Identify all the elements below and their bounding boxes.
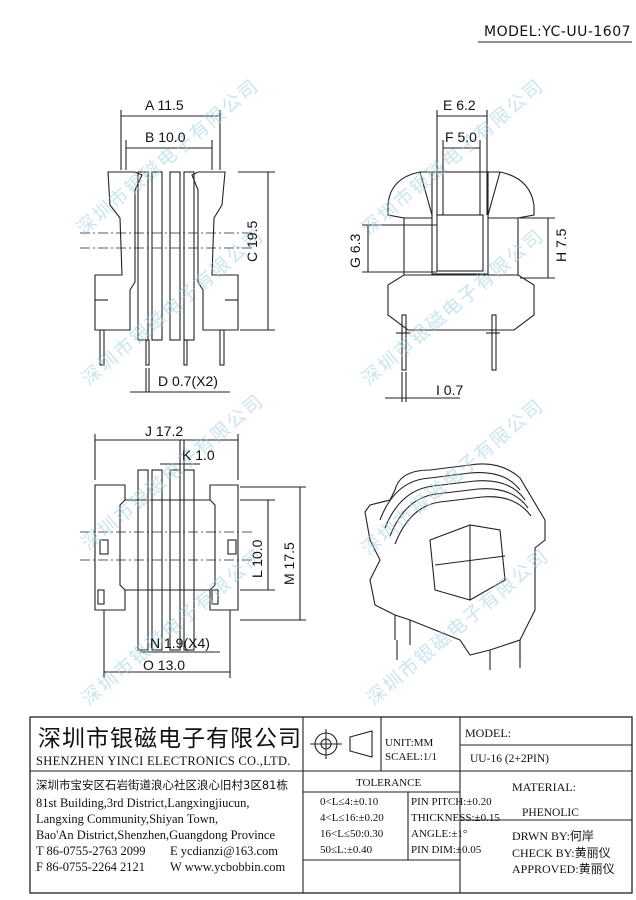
- dim-i: I 0.7: [436, 382, 464, 398]
- address-en-line3: Bao'An District,Shenzhen,Guangdong Provi…: [36, 828, 276, 842]
- bottom-view: [80, 434, 306, 678]
- dim-f: F 5.0: [445, 129, 477, 145]
- dim-k: K 1.0: [182, 447, 215, 463]
- checked-by: CHECK BY:黄丽仪: [512, 846, 611, 860]
- dim-n: N 1.9(X4): [150, 635, 210, 651]
- tolerance-row: 0<L≤4:±0.10: [320, 796, 379, 808]
- company-name-cn: 深圳市银磁电子有限公司: [38, 726, 302, 752]
- address-en-line2: Langxing Community,Shiyan Town,: [36, 812, 219, 826]
- approved-by: APPROVED:黄丽仪: [512, 862, 615, 876]
- tolerance-row: 50≤L:±0.40: [320, 844, 373, 856]
- website: W www.ycbobbin.com: [170, 860, 286, 874]
- tolerance-row: THICKNESS:±0.15: [411, 812, 500, 824]
- dim-j: J 17.2: [145, 423, 184, 439]
- email: E ycdianzi@163.com: [170, 844, 279, 858]
- address-cn: 深圳市宝安区石岩街道浪心社区浪心旧村3区81栋: [36, 778, 288, 792]
- tolerance-title: TOLERANCE: [356, 777, 422, 789]
- side-view: [362, 110, 555, 402]
- dim-g: G 6.3: [347, 233, 363, 268]
- tolerance-row: PIN DIM:±0.05: [411, 844, 482, 856]
- material-value: PHENOLIC: [522, 807, 579, 819]
- dim-b: B 10.0: [145, 129, 186, 145]
- material-label: MATERIAL:: [512, 780, 576, 794]
- model-label: MODEL:: [465, 726, 511, 740]
- company-name-en: SHENZHEN YINCI ELECTRONICS CO.,LTD.: [36, 754, 291, 768]
- telephone: T 86-0755-2763 2099: [36, 844, 146, 858]
- dim-d: D 0.7(X2): [158, 373, 218, 389]
- tolerance-row: ANGLE:±1°: [411, 828, 468, 840]
- dim-e: E 6.2: [443, 97, 476, 113]
- unit-label: UNIT:MM: [385, 737, 434, 749]
- title-block-frame: [29, 716, 633, 894]
- model-value: UU-16 (2+2PIN): [470, 753, 549, 765]
- tolerance-row: 16<L≤50:0.30: [320, 828, 384, 840]
- scale-label: SCAEL:1/1: [385, 751, 437, 763]
- tolerance-row: 4<L≤16:±0.20: [320, 812, 384, 824]
- dim-o: O 13.0: [143, 657, 186, 673]
- isometric-view: [364, 463, 546, 670]
- tolerance-row: PIN PITCH:±0.20: [411, 796, 492, 808]
- dim-c: C 19.5: [244, 220, 260, 262]
- dim-h: H 7.5: [553, 228, 569, 262]
- dim-m: M 17.5: [281, 542, 297, 585]
- address-en-line1: 81st Building,3rd District,Langxingjiucu…: [36, 796, 250, 810]
- front-view: [80, 110, 275, 393]
- model-header: MODEL:YC-UU-1607: [484, 24, 632, 40]
- dim-l: L 10.0: [249, 539, 265, 578]
- dim-a: A 11.5: [145, 97, 184, 113]
- drawn-by: DRWN BY:何岸: [512, 829, 594, 843]
- fax: F 86-0755-2264 2121: [36, 860, 146, 874]
